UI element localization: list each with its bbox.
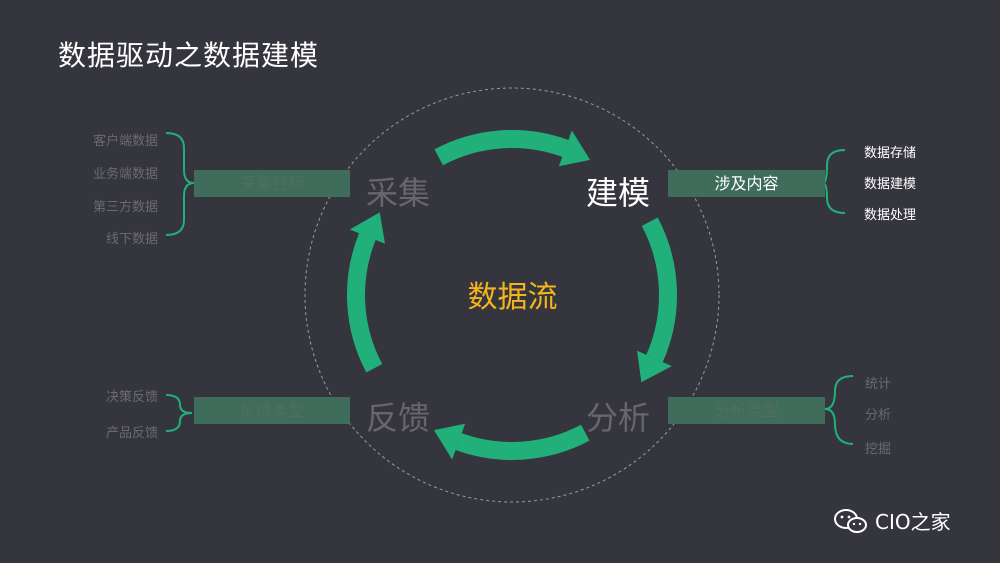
brace-collect xyxy=(165,132,195,236)
arc-left xyxy=(347,233,383,373)
watermark: CIO之家 xyxy=(833,506,951,535)
collect-item: 线下数据 xyxy=(105,232,158,247)
model-item: 数据存储 xyxy=(864,146,917,161)
arrowhead-left xyxy=(349,212,385,244)
feedback-item: 产品反馈 xyxy=(105,426,158,441)
arc-right xyxy=(641,217,677,363)
box-feedback: 反馈类型 xyxy=(194,397,350,424)
arrowhead-top xyxy=(558,130,590,167)
box-model: 涉及内容 xyxy=(668,170,825,197)
arc-bottom xyxy=(455,424,590,460)
analyze-item: 挖掘 xyxy=(865,442,892,457)
node-analyze: 分析 xyxy=(585,399,650,437)
model-item: 数据建模 xyxy=(864,177,917,192)
node-collect: 采集 xyxy=(365,174,430,212)
wechat-icon xyxy=(834,508,867,533)
page-title: 数据驱动之数据建模 xyxy=(58,39,320,72)
model-item: 数据处理 xyxy=(864,208,917,223)
brace-model xyxy=(822,149,846,214)
box-collect: 采集目标 xyxy=(194,170,350,197)
node-feedback: 反馈 xyxy=(365,399,430,437)
dashed-circle xyxy=(304,87,720,503)
watermark-text: CIO之家 xyxy=(875,510,951,534)
analyze-item: 统计 xyxy=(865,377,892,392)
collect-item: 客户端数据 xyxy=(92,134,158,149)
brace-analyze xyxy=(824,375,854,445)
arc-top xyxy=(434,130,569,166)
box-analyze: 分析类型 xyxy=(668,397,825,424)
collect-item: 第三方数据 xyxy=(92,200,158,215)
feedback-item: 决策反馈 xyxy=(105,390,158,405)
collect-item: 业务端数据 xyxy=(92,167,158,182)
node-model: 建模 xyxy=(585,174,650,212)
arrowhead-right xyxy=(637,350,672,383)
analyze-item: 分析 xyxy=(865,408,892,423)
arrowhead-bottom xyxy=(434,423,466,460)
brace-feedback xyxy=(165,394,193,432)
center-label: 数据流 xyxy=(467,280,558,315)
